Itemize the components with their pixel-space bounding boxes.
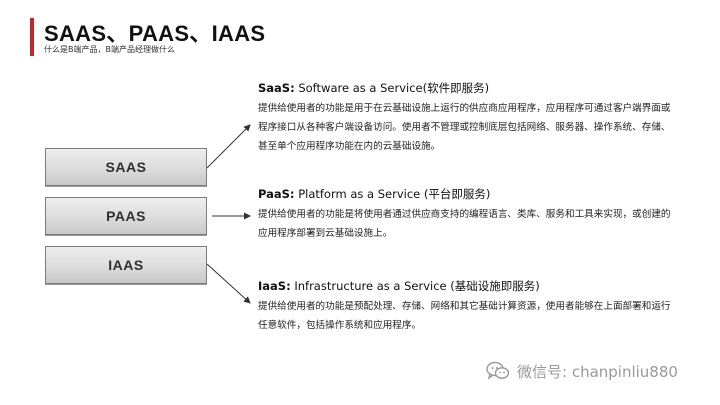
- stack-block-paas: PAAS: [45, 197, 207, 235]
- stack-block-saas: SAAS: [45, 148, 207, 186]
- section-fullname: Software as a Service(软件即服务): [298, 81, 490, 95]
- section-heading: SaaS: Software as a Service(软件即服务): [258, 80, 678, 96]
- section-description: 提供给使用者的功能是用于在云基础设施上运行的供应商应用程序，应用程序可通过客户端…: [258, 103, 671, 152]
- page-subtitle: 什么是B端产品，B端产品经理做什么: [44, 45, 175, 54]
- section-saas: SaaS: Software as a Service(软件即服务) 提供给使用…: [258, 80, 678, 156]
- watermark: 微信号: chanpinliu880: [486, 360, 678, 382]
- section-heading: IaaS: Infrastructure as a Service (基础设施即…: [258, 278, 678, 294]
- section-abbr: SaaS:: [258, 81, 295, 95]
- section-fullname: Infrastructure as a Service (基础设施即服务): [294, 279, 540, 293]
- section-description: 提供给使用者的功能是将使用者通过供应商支持的编程语言、类库、服务和工具来实现，或…: [258, 209, 671, 239]
- stack-block-label: SAAS: [105, 159, 147, 175]
- stack-block-label: IAAS: [108, 257, 144, 273]
- arrow-iaas: [206, 263, 251, 304]
- section-abbr: PaaS:: [258, 187, 295, 201]
- section-abbr: IaaS:: [258, 279, 291, 293]
- wechat-icon: [486, 361, 510, 381]
- stack-block-label: PAAS: [106, 208, 146, 224]
- section-iaas: IaaS: Infrastructure as a Service (基础设施即…: [258, 278, 678, 335]
- page-title: SAAS、PAAS、IAAS: [44, 21, 266, 46]
- title-accent-bar: [30, 18, 34, 56]
- section-description: 提供给使用者的功能是预配处理、存储、网络和其它基础计算资源，使用者能够在上面部署…: [258, 301, 671, 331]
- section-fullname: Platform as a Service (平台即服务): [298, 187, 491, 201]
- watermark-text: 微信号: chanpinliu880: [517, 362, 678, 381]
- arrow-saas: [206, 124, 251, 169]
- section-paas: PaaS: Platform as a Service (平台即服务) 提供给使…: [258, 186, 678, 243]
- stack-block-iaas: IAAS: [45, 246, 207, 284]
- section-heading: PaaS: Platform as a Service (平台即服务): [258, 186, 678, 202]
